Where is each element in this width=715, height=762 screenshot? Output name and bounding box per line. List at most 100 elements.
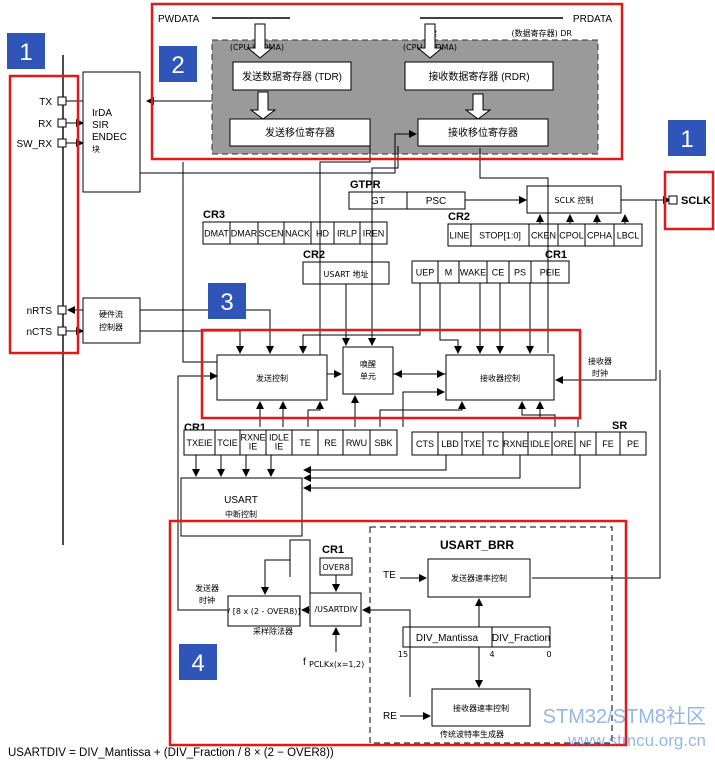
svg-text:nRTS: nRTS (27, 306, 53, 317)
register-bit-label: CTS (416, 439, 434, 449)
svg-text:时钟: 时钟 (592, 368, 608, 378)
register-bit-label: FE (602, 439, 614, 449)
svg-text:块: 块 (92, 144, 100, 154)
register-bit: TXE (461, 431, 484, 456)
pin-ncts: nCTS (26, 326, 84, 338)
svg-text:TX: TX (39, 97, 52, 108)
svg-text:中断控制: 中断控制 (225, 509, 257, 519)
tx-control-block: 发送控制 (216, 354, 328, 401)
svg-text:硬件流: 硬件流 (99, 309, 123, 319)
pin-tx: TX (39, 96, 83, 108)
svg-text:IrDA: IrDA (92, 108, 112, 119)
register-bit-label: IE (249, 442, 258, 452)
tx-shift-register: 发送移位寄存器 (229, 118, 371, 147)
svg-text:采样除法器: 采样除法器 (253, 626, 293, 636)
svg-text:RE: RE (383, 711, 397, 722)
baud-links (177, 370, 661, 720)
gtpr-register: GTPR GT PSC (348, 179, 466, 210)
register-bit: RE (317, 429, 344, 456)
register-bit-label: UEP (416, 268, 435, 278)
highlight-box-2 (150, 2, 624, 161)
svg-text:发送控制: 发送控制 (256, 373, 288, 383)
svg-text:CR2: CR2 (303, 249, 325, 261)
register-bit-label: DMAT (204, 229, 229, 239)
pwdata-bus: PWDATA PRDATA (158, 14, 612, 25)
badge-1-left: 1 (7, 33, 45, 69)
irda-to-rx-shift-link (140, 130, 417, 174)
svg-text:/ [8 x (2 - OVER8)]: / [8 x (2 - OVER8)] (227, 607, 300, 616)
svg-text:PSC: PSC (426, 196, 447, 207)
tx-clock-text: 发送器 时钟 (195, 583, 219, 605)
register-bit: TE (291, 429, 319, 456)
badge-4: 4 (179, 644, 217, 680)
register-bit: M (437, 260, 460, 284)
badge-3: 3 (208, 283, 246, 319)
svg-text:SCLK: SCLK (681, 195, 711, 207)
register-bit-label: DMAR (231, 229, 258, 239)
register-bit-label: RWU (346, 438, 367, 448)
register-bit-label: TXE (464, 439, 482, 449)
svg-text:/USARTDIV: /USARTDIV (314, 605, 358, 614)
rdr-register: 接收数据寄存器 (RDR) (404, 61, 554, 91)
svg-text:发送移位寄存器: 发送移位寄存器 (265, 126, 335, 139)
svg-text:1: 1 (680, 126, 693, 153)
register-bit: ORE (551, 431, 576, 456)
svg-text:接收器控制: 接收器控制 (480, 373, 520, 383)
svg-text:USART 地址: USART 地址 (324, 269, 369, 279)
svg-text:接收器: 接收器 (588, 356, 612, 366)
register-bit-label: NF (580, 439, 592, 449)
register-bit-label: SCEN (258, 229, 283, 239)
svg-text:接收器速率控制: 接收器速率控制 (453, 703, 509, 713)
highlight-box-3 (200, 328, 582, 420)
pin-sw-rx: SW_RX (16, 138, 84, 150)
usart-interrupt-control: USART 中断控制 (180, 477, 303, 537)
register-bit: LBD (437, 431, 463, 456)
register-bit-label: LBCL (617, 231, 640, 241)
svg-text:单元: 单元 (360, 371, 376, 381)
hw-flow-controller: 硬件流 控制器 (82, 297, 141, 344)
svg-text:1: 1 (19, 39, 32, 66)
tx-rate-control: 发送器速率控制 (427, 558, 531, 598)
svg-text:www.stmcu.org.cn: www.stmcu.org.cn (567, 731, 706, 750)
svg-text:SR: SR (612, 420, 627, 432)
svg-text:ENDEC: ENDEC (92, 132, 127, 143)
register-bit-label: RXNE (503, 439, 528, 449)
register-bit-label: SBK (374, 438, 392, 448)
register-bit: WAKE (458, 260, 488, 284)
register-bit-label: WAKE (460, 268, 486, 278)
register-bit: NF (574, 431, 597, 456)
svg-text:STM32/STM8社区: STM32/STM8社区 (543, 705, 706, 728)
svg-text:(数据寄存器) DR: (数据寄存器) DR (511, 28, 572, 38)
register-bit-label: TC (487, 439, 499, 449)
register-bit-label: TE (299, 438, 311, 448)
register-bit-label: IREN (363, 229, 385, 239)
register-bit: PEIE (530, 260, 570, 284)
highlight-box-1-left (8, 74, 80, 355)
svg-text:TE: TE (383, 570, 396, 581)
te-re-labels: TE RE (383, 570, 397, 722)
highlight-box-4 (168, 519, 628, 747)
register-bit: PE (619, 431, 647, 456)
register-bit-label: TCIE (217, 438, 238, 448)
register-bit: CPHA (584, 223, 615, 247)
svg-text:RX: RX (38, 119, 52, 130)
svg-text:DIV_Fraction: DIV_Fraction (492, 633, 550, 644)
register-bit-label: IRLP (337, 229, 357, 239)
svg-text:2: 2 (171, 52, 184, 79)
register-bit: DMAR (229, 221, 259, 245)
register-bit-label: LBD (441, 439, 459, 449)
svg-text:发送数据寄存器 (TDR): 发送数据寄存器 (TDR) (242, 70, 342, 83)
register-bit-label: HD (316, 229, 329, 239)
brr-divider-register: DIV_Mantissa DIV_Fraction 15 4 0 (398, 626, 552, 659)
register-bit: CPOL (557, 223, 586, 247)
pin-rx: RX (38, 118, 84, 130)
tx-clock-feed (182, 162, 217, 363)
svg-text:接收移位寄存器: 接收移位寄存器 (448, 126, 518, 139)
over8-bit: CR1 OVER8 (319, 544, 353, 576)
svg-text:USART: USART (224, 495, 258, 506)
